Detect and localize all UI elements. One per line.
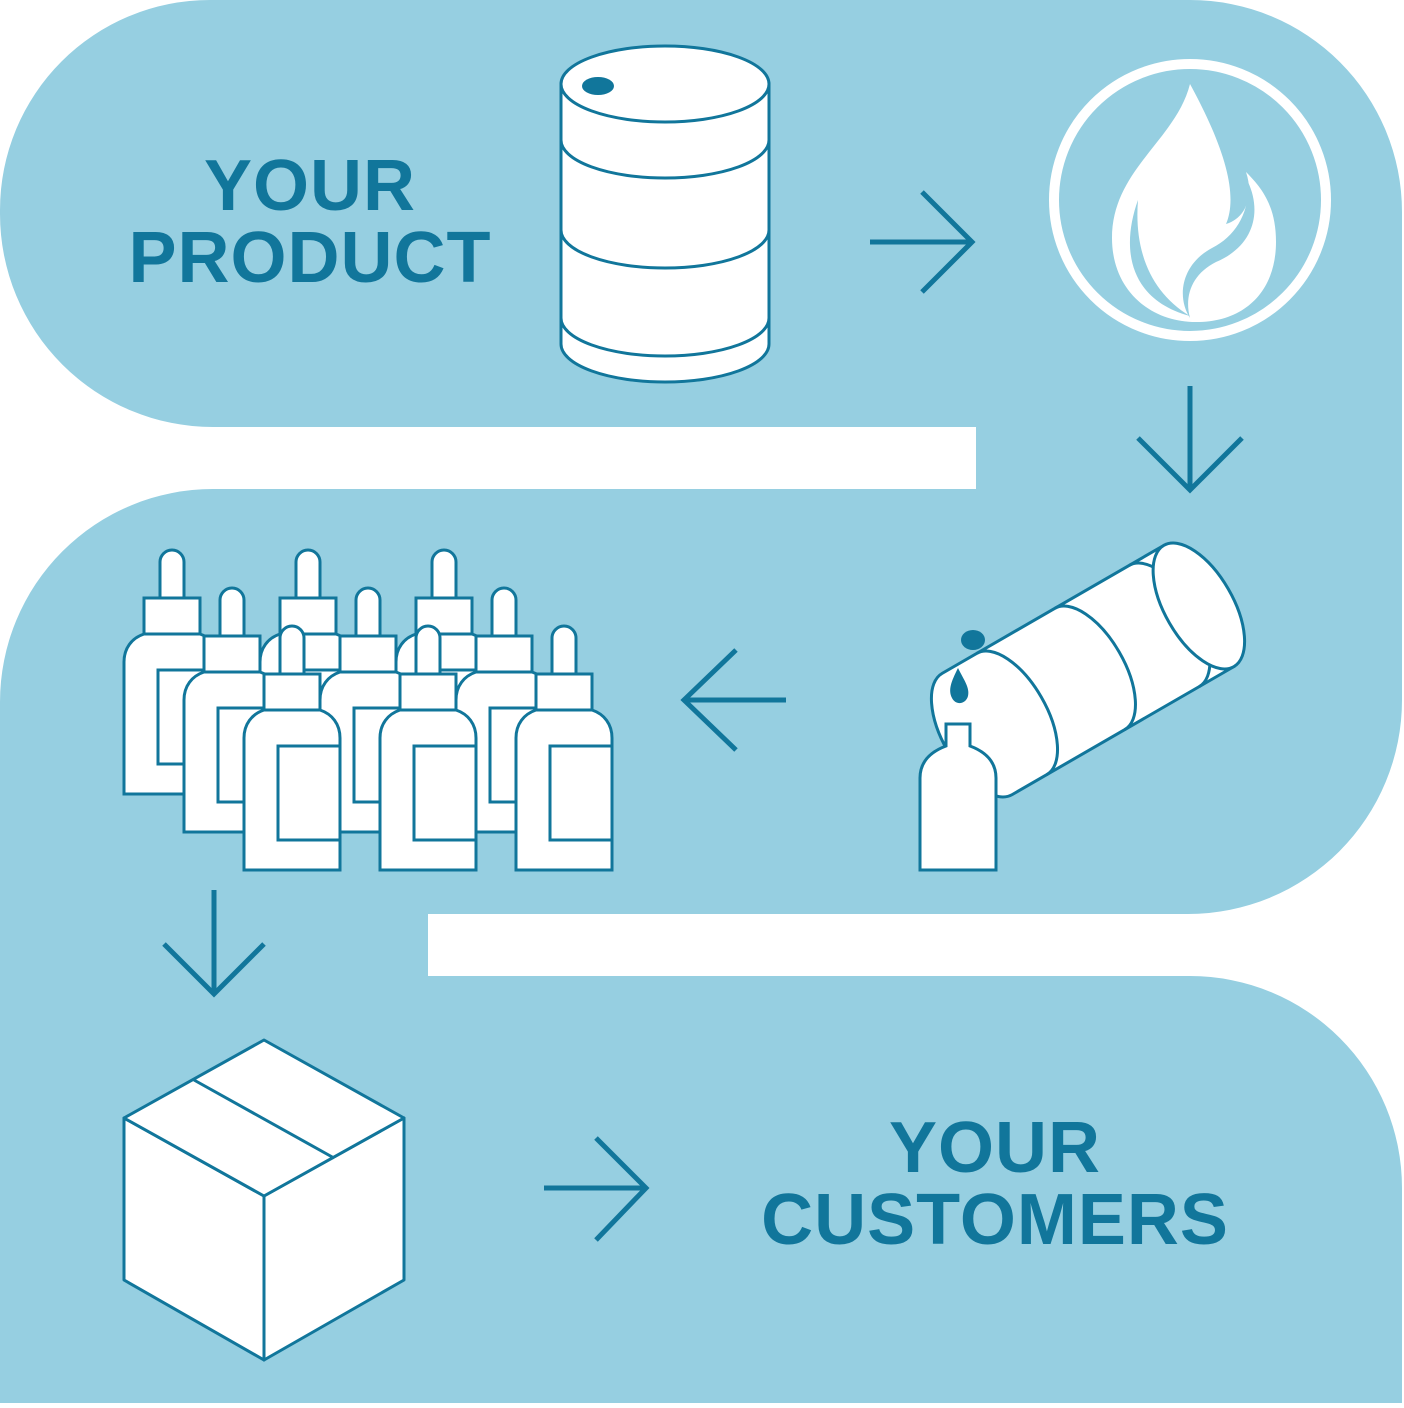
label-your-product-line2: PRODUCT — [128, 218, 492, 298]
dropper-bottles-icon — [122, 548, 614, 872]
falling-drop — [950, 668, 969, 704]
bottle-icon — [918, 722, 998, 872]
drum-spout — [961, 630, 985, 650]
arrow-right-2 — [544, 1136, 650, 1242]
label-your-product-line1: YOUR — [203, 146, 417, 226]
arrow-down-1 — [1136, 386, 1244, 494]
dropper-bottle — [378, 624, 478, 872]
arrow-down-2 — [162, 890, 266, 998]
flame-drop-icon — [1049, 59, 1331, 341]
arrow-right-1 — [870, 190, 976, 294]
arrow-left-1 — [680, 648, 786, 752]
dropper-bottle — [242, 624, 342, 872]
shipping-box-icon — [122, 1038, 406, 1362]
label-your-customers-line2: CUSTOMERS — [761, 1180, 1229, 1260]
label-your-customers: YOUR CUSTOMERS — [740, 1112, 1250, 1256]
label-your-customers-line1: YOUR — [888, 1108, 1102, 1188]
dropper-bottle — [514, 624, 614, 872]
label-your-product: YOUR PRODUCT — [110, 150, 510, 294]
oil-drum-icon — [559, 44, 771, 384]
